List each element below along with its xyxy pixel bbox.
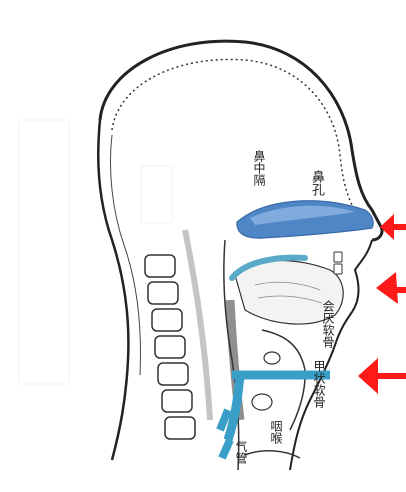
- label-thyroid-cartilage: 甲状软骨: [313, 360, 325, 408]
- label-nostril: 鼻孔: [310, 170, 323, 196]
- redaction-block-left: [19, 120, 69, 384]
- label-trachea: 气管: [235, 440, 247, 464]
- label-nasal-septum: 鼻中隔: [253, 150, 265, 186]
- label-throat: 咽喉: [270, 420, 282, 444]
- redaction-block-small: [141, 166, 172, 223]
- label-epiglottis: 会厌软骨: [322, 300, 334, 348]
